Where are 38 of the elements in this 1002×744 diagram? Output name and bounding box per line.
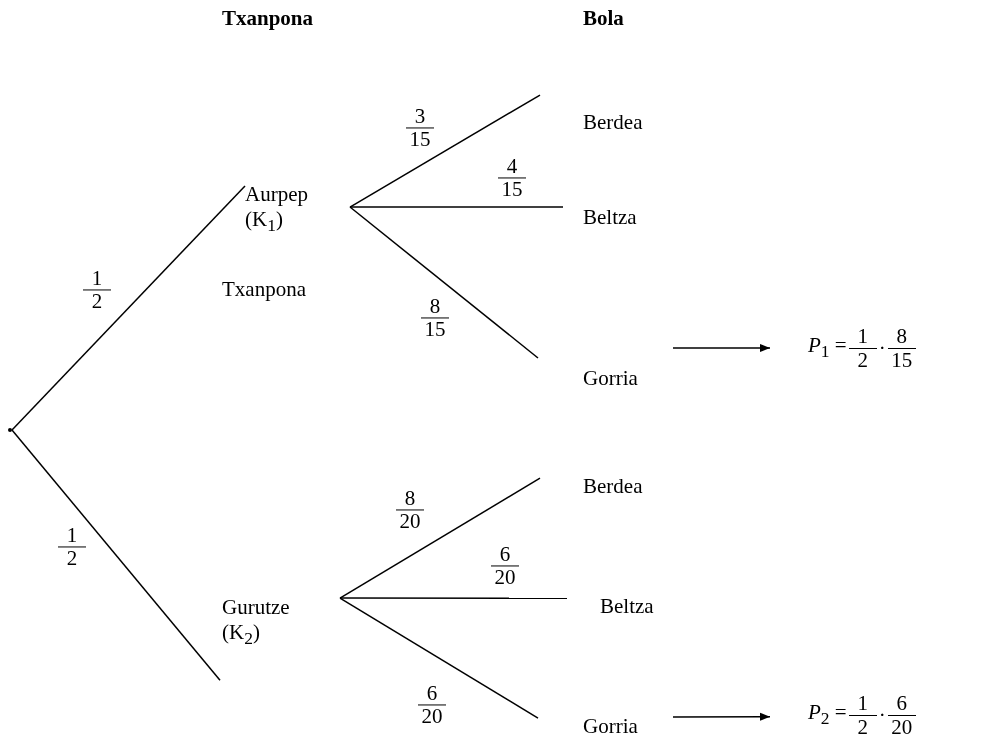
outcome-label: Gurutze (K$_{2}$) [222,595,291,650]
column-heading: Bola [583,6,624,31]
fraction: 1 2 [848,692,877,738]
fraction: 6 20 [491,543,519,589]
branch-line [11,185,246,431]
outcome-label: Berdea [583,109,643,134]
column-heading: Txanpona [222,6,314,31]
branch-line [349,206,539,359]
fraction: 8 15 [887,325,916,371]
math-text: · [878,702,886,728]
branch-point [8,428,12,432]
outcome-label: Gorria [583,713,638,738]
fraction: 4 15 [498,155,526,201]
outcome-label: Beltza [600,593,654,618]
branch-line [339,597,539,719]
fraction: 1 2 [58,524,86,570]
fraction: 6 20 [887,692,916,738]
math-text: P$_{2}$ = [808,700,847,730]
outcome-label: Aurpep (K$_{1}$) [245,182,309,237]
fraction: 8 20 [396,487,424,533]
fraction: 8 15 [421,295,449,341]
outcome-label: Berdea [583,473,643,498]
math-text: P$_{1}$ = [808,333,847,363]
fraction: 1 2 [83,267,111,313]
text-label: Txanpona [222,277,306,302]
fraction: 6 20 [418,682,446,728]
arrow [672,344,771,352]
outcome-label: Gorria [583,365,638,390]
math-text: · [878,335,886,361]
branch-line [339,477,541,599]
branch-line [339,597,568,599]
branch-line [11,429,221,681]
outcome-label: Beltza [583,204,637,229]
arrow [672,712,771,721]
fraction: 3 15 [406,105,434,151]
fraction: 1 2 [848,325,877,371]
branch-line [349,206,564,208]
branch-line [349,94,541,208]
